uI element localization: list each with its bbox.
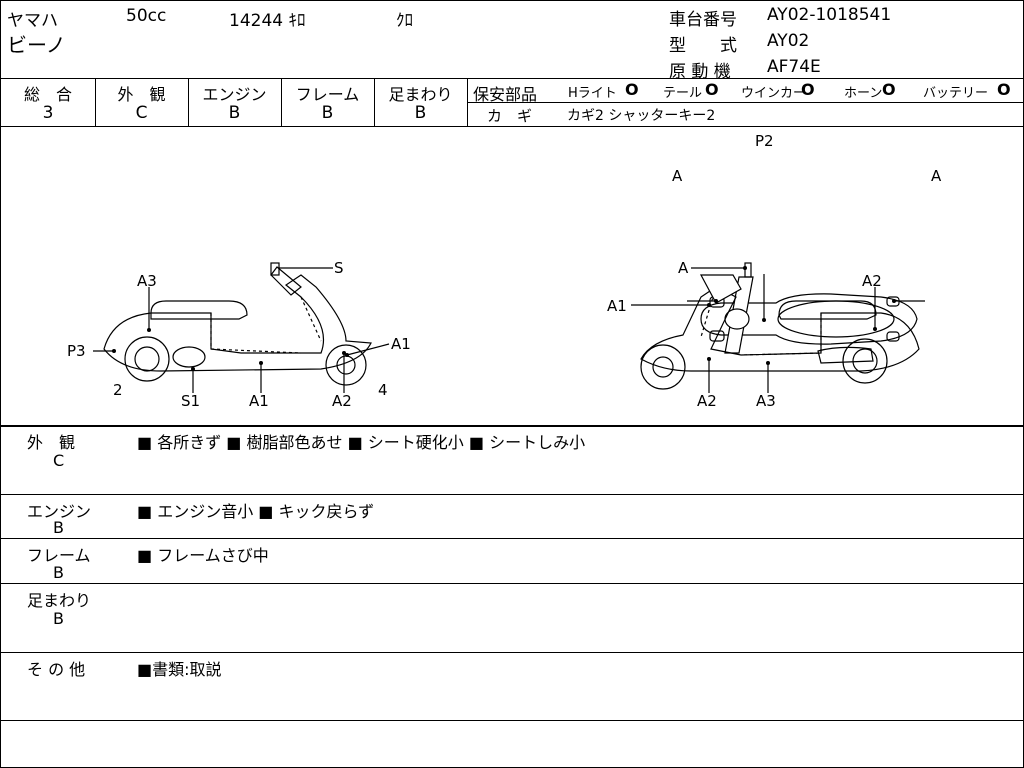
- safety-mark-headlight: O: [625, 80, 639, 99]
- engine-value: AF74E: [767, 57, 821, 77]
- key-label: カ ギ: [487, 107, 533, 125]
- engine-label: 原 動 機: [669, 62, 731, 82]
- label-4: 4: [378, 381, 388, 399]
- safety-mark-horn: O: [882, 80, 896, 99]
- label-a-top-left: A: [672, 167, 683, 185]
- section-frame-text: ■ フレームさび中: [137, 546, 269, 565]
- maker: ヤマハ: [7, 11, 58, 31]
- section-exterior-title: 外 観: [27, 433, 76, 452]
- suspension-grade-label: 足まわり: [388, 85, 453, 104]
- key-value: カギ2 シャッターキー2: [567, 108, 716, 124]
- label-s: S: [334, 259, 344, 277]
- color: ｸﾛ: [396, 11, 413, 31]
- safety-mark-winker: O: [801, 80, 815, 99]
- label-a1-left-right: A1: [391, 335, 411, 353]
- label-a2-right-bottom: A2: [697, 392, 717, 410]
- frame-grade: B: [321, 103, 334, 123]
- safety-mark-battery: O: [997, 80, 1011, 99]
- section-engine-text: ■ エンジン音小 ■ キック戻らず: [137, 502, 375, 521]
- scooter-left-view: [103, 262, 372, 386]
- frame-no: AY02-1018541: [767, 5, 892, 25]
- safety-item-tail: テール: [663, 86, 703, 101]
- suspension-grade: B: [414, 103, 427, 123]
- label-a-top-right: A: [931, 167, 942, 185]
- section-exterior-grade: C: [53, 451, 65, 470]
- safety-item-winker: ウインカー: [741, 86, 807, 101]
- section-suspension-title: 足まわり: [27, 591, 92, 610]
- label-2: 2: [113, 381, 123, 399]
- type-value: AY02: [767, 31, 810, 51]
- engine-grade: B: [228, 103, 241, 123]
- frame-grade-label: フレーム: [295, 85, 360, 104]
- exterior-label: 外 観: [117, 85, 166, 104]
- label-a-right-view: A: [678, 259, 689, 277]
- label-p2: P2: [755, 132, 774, 150]
- section-suspension-grade: B: [53, 609, 64, 628]
- safety-item-horn: ホーン: [844, 86, 883, 101]
- label-a1-right: A1: [607, 297, 627, 315]
- frame-no-label: 車台番号: [669, 10, 737, 30]
- model-name: ビーノ: [7, 33, 66, 57]
- label-a3-left: A3: [137, 272, 157, 290]
- label-a3-right: A3: [756, 392, 776, 410]
- mileage: 14244 ｷﾛ: [229, 11, 306, 31]
- safety-item-headlight: Hライト: [568, 86, 617, 101]
- overall-label: 総 合: [23, 85, 72, 104]
- safety-item-battery: バッテリー: [923, 86, 989, 101]
- safety-label: 保安部品: [473, 85, 538, 104]
- section-frame-title: フレーム: [27, 546, 91, 565]
- damage-diagram: P2 A A S A3 P3 A1 2 S1 A1 A2 4 A A2 A1 A…: [67, 132, 942, 410]
- section-other-text: ■書類:取説: [137, 660, 222, 679]
- section-engine-title: エンジン: [27, 502, 92, 521]
- overall-grade: 3: [42, 103, 54, 123]
- label-p3: P3: [67, 342, 86, 360]
- section-exterior-text: ■ 各所きず ■ 樹脂部色あせ ■ シート硬化小 ■ シートしみ小: [137, 433, 586, 452]
- displacement: 50cc: [126, 6, 167, 26]
- section-frame-grade: B: [53, 563, 64, 582]
- label-a2-right-top: A2: [862, 272, 882, 290]
- label-a1-left-bottom: A1: [249, 392, 269, 410]
- engine-grade-label: エンジン: [202, 85, 267, 104]
- safety-mark-tail: O: [705, 80, 719, 99]
- section-other-title: そ の 他: [27, 660, 86, 679]
- label-s1: S1: [181, 392, 200, 410]
- exterior-grade: C: [135, 103, 148, 123]
- label-a2-left: A2: [332, 392, 352, 410]
- section-engine-grade: B: [53, 518, 64, 537]
- type-label: 型 式: [669, 36, 737, 56]
